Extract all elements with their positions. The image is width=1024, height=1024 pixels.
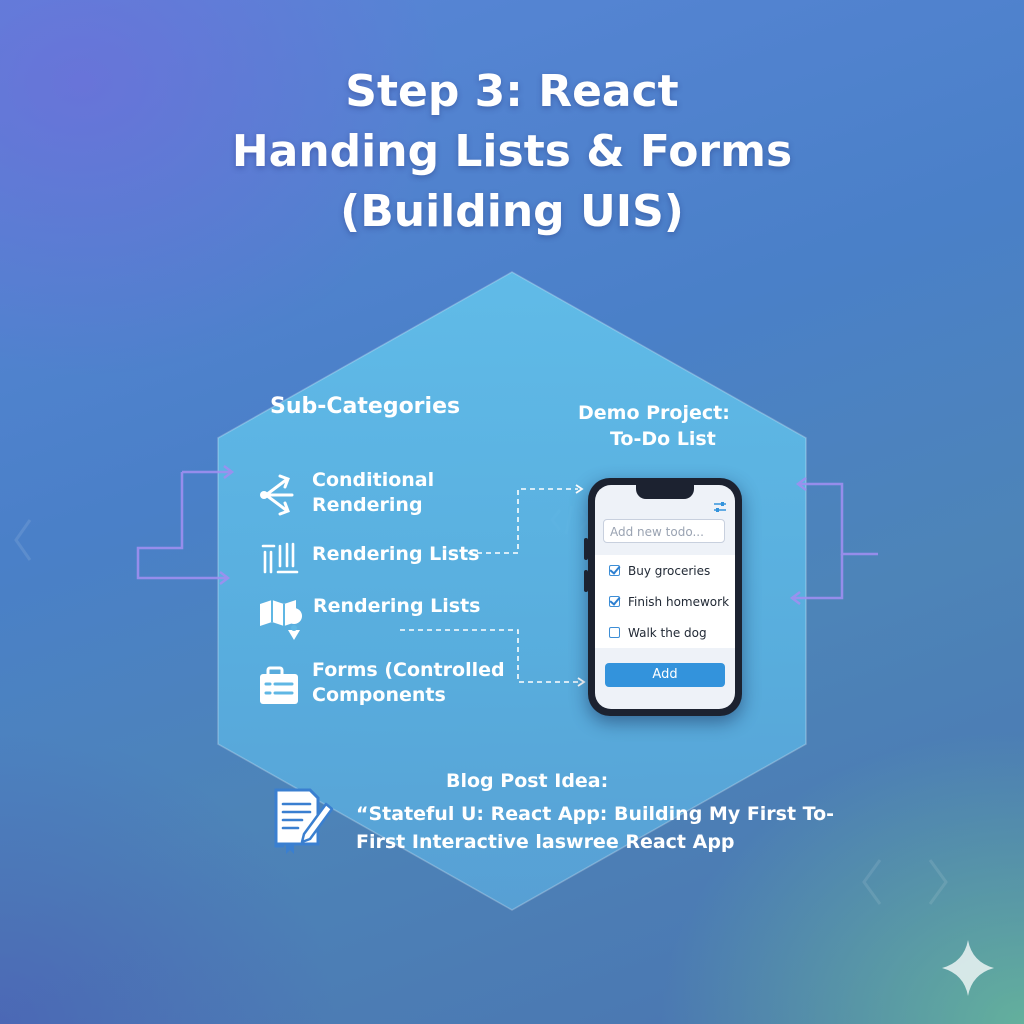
map-pin-icon: [260, 600, 303, 640]
demo-project-subtitle: To-Do List: [610, 428, 716, 450]
todo-input[interactable]: Add new todo...: [603, 519, 725, 543]
sub-category-label-line2: Components: [312, 684, 446, 706]
todo-item[interactable]: Walk the dog: [595, 617, 735, 648]
sub-category-label: Conditional: [312, 469, 435, 491]
sub-category-forms: Forms (Controlled Components: [312, 658, 505, 708]
sub-categories-heading: Sub-Categories: [270, 394, 461, 419]
demo-project-title: Demo Project:: [578, 402, 730, 424]
sub-category-label: Forms (Controlled: [312, 659, 505, 681]
phone-side-button: [584, 570, 588, 592]
sparkle-icon: [942, 940, 994, 996]
blog-title-line-1: “Stateful U: React App: Building My Firs…: [356, 803, 835, 825]
dashed-connectors: [400, 488, 580, 683]
checkbox-checked[interactable]: [609, 596, 620, 607]
sub-category-conditional-rendering: Conditional Rendering: [312, 468, 434, 518]
page-title: Step 3: React Handing Lists & Forms (Bui…: [0, 62, 1024, 242]
sub-category-rendering-lists: Rendering Lists: [312, 543, 480, 565]
right-connector: [789, 477, 878, 605]
hexagon-panel: [217, 271, 807, 911]
phone-side-button: [584, 538, 588, 560]
notepad-pencil-icon: [274, 788, 334, 854]
add-button[interactable]: Add: [605, 663, 725, 687]
phone-notch: [636, 485, 694, 499]
todo-item[interactable]: Finish homework: [595, 586, 735, 617]
sub-category-label-line2: Rendering: [312, 494, 423, 516]
todo-text: Buy groceries: [628, 563, 711, 578]
checkbox-unchecked[interactable]: [609, 627, 620, 638]
blog-heading: Blog Post Idea:: [446, 770, 609, 792]
todo-item[interactable]: Buy groceries: [595, 555, 735, 586]
sub-category-rendering-lists-2: Rendering Lists: [313, 595, 481, 617]
todo-list: Buy groceries Finish homework Walk the d…: [595, 555, 735, 648]
blog-title: “Stateful U: React App: Building My Firs…: [356, 800, 834, 856]
todo-text: Finish homework: [628, 594, 730, 609]
left-connector: [136, 465, 235, 585]
demo-project-label: Demo Project: To-Do List: [578, 400, 730, 452]
blog-title-line-2: First Interactive laswree React App: [356, 831, 735, 853]
phone-mockup: Add new todo... Buy groceries Finish hom…: [584, 478, 742, 716]
form-icon: [260, 666, 298, 704]
list-icon: [261, 542, 299, 574]
settings-sliders-icon[interactable]: [713, 501, 727, 513]
todo-text: Walk the dog: [628, 625, 707, 640]
phone-screen: Add new todo... Buy groceries Finish hom…: [595, 485, 735, 709]
branch-icon: [260, 474, 294, 516]
arrowheads: [575, 484, 586, 687]
title-line-2: Handing Lists & Forms: [231, 126, 793, 177]
checkbox-checked[interactable]: [609, 565, 620, 576]
title-line-1: Step 3: React: [345, 66, 679, 117]
title-line-3: (Building UIS): [340, 186, 684, 237]
